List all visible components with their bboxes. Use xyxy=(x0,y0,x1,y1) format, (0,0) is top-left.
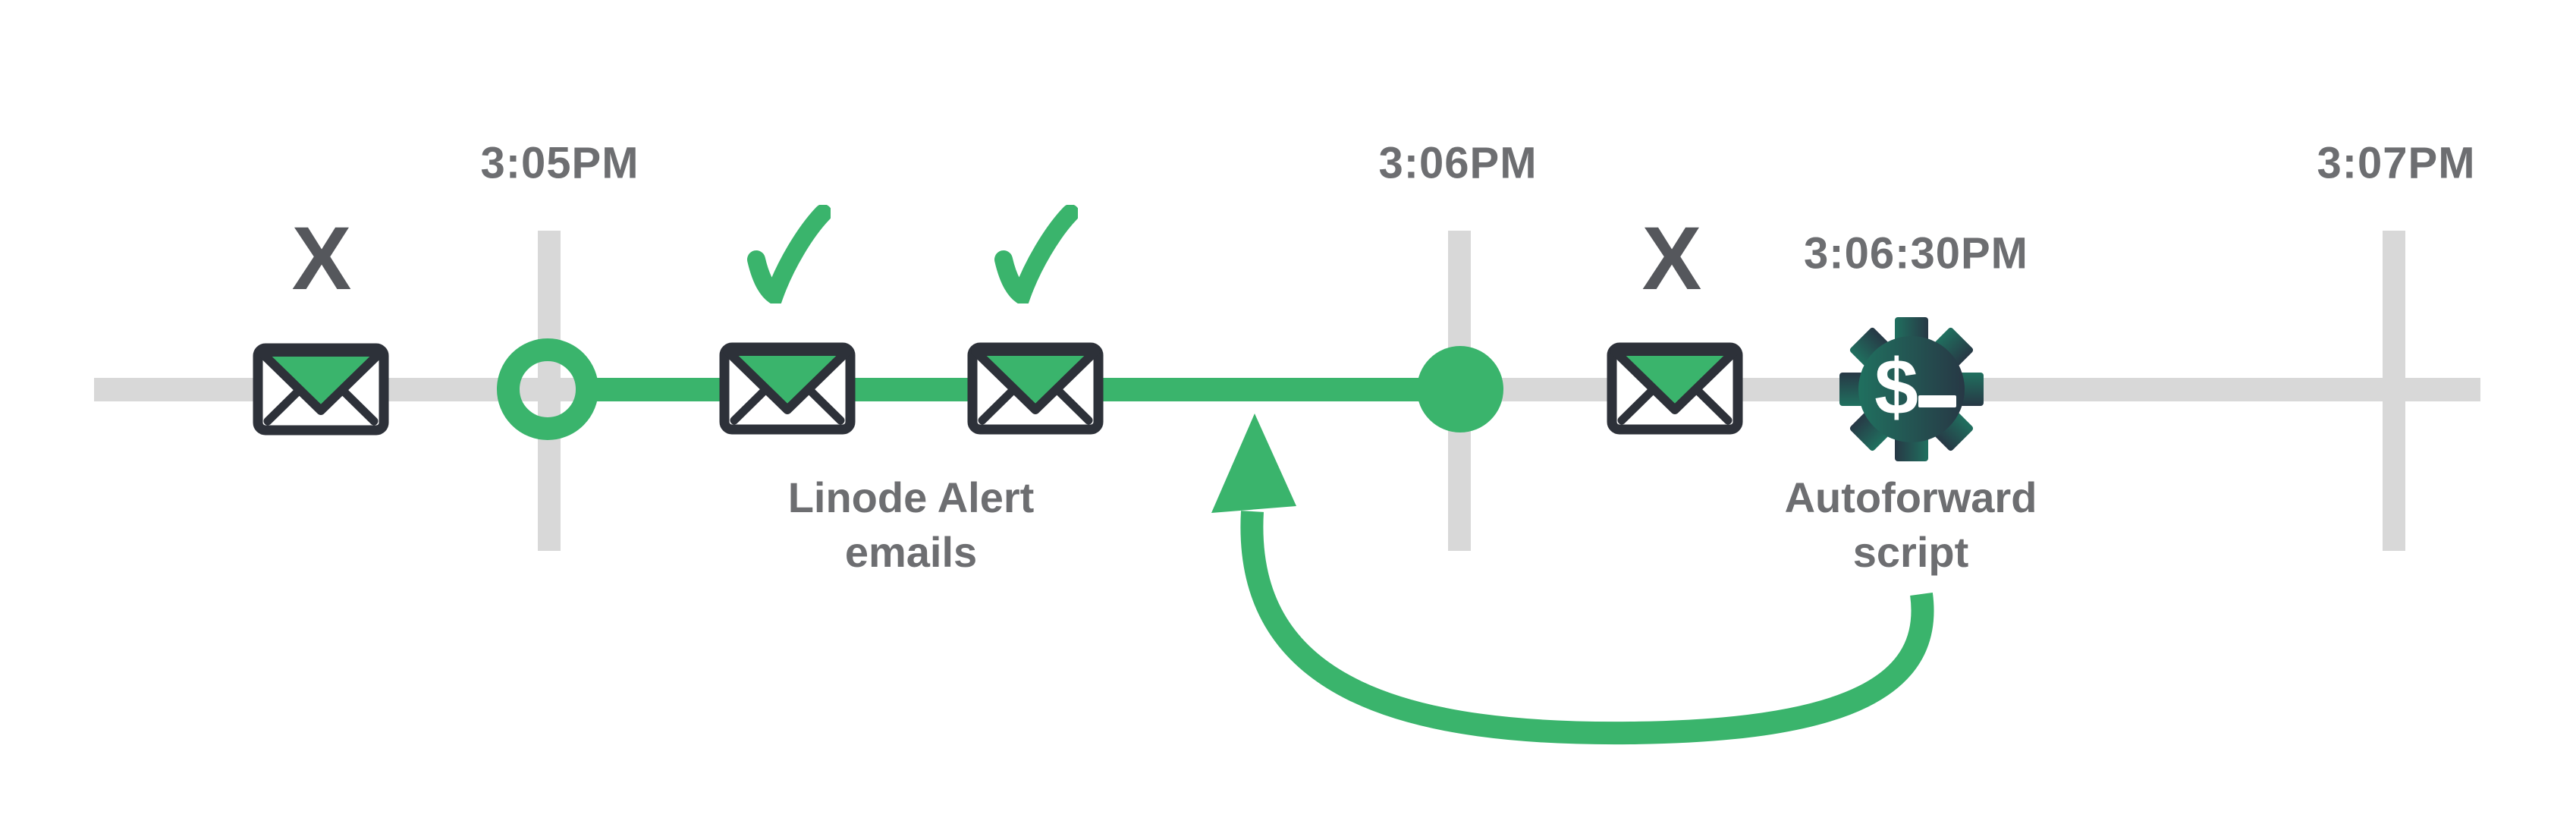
checkmark-icon xyxy=(1004,213,1070,295)
envelope-icon xyxy=(1612,348,1738,429)
caption-line: Autoforward xyxy=(1784,473,2037,521)
tick-3-07pm xyxy=(2383,231,2405,551)
caption-line: Linode Alert xyxy=(787,473,1035,521)
envelope-icon xyxy=(258,348,384,430)
timeline-start-ring-marker xyxy=(497,338,598,440)
caption-line: emails xyxy=(844,528,978,576)
caption-linode-alert-emails: Linode Alert emails xyxy=(788,470,1035,580)
time-label-3-06-30pm: 3:06:30PM xyxy=(1804,228,2028,278)
time-label-3-05pm: 3:05PM xyxy=(480,138,639,188)
caption-line: script xyxy=(1852,528,1969,576)
missed-email-x-marker: X xyxy=(291,209,352,309)
caption-autoforward-script: Autoforward script xyxy=(1785,470,2037,580)
loopback-arrow xyxy=(1211,414,1934,745)
tick-3-05pm xyxy=(538,231,561,551)
arrowhead-up-icon xyxy=(1211,414,1296,513)
gear-dollar-script-icon xyxy=(1839,317,1984,461)
envelope-icon xyxy=(972,348,1098,429)
time-label-3-07pm: 3:07PM xyxy=(2317,138,2476,188)
timeline-end-dot-marker xyxy=(1417,346,1503,432)
missed-email-x-marker: X xyxy=(1641,209,1702,309)
checkmark-icon xyxy=(756,213,823,295)
envelope-icon xyxy=(724,348,850,429)
time-label-3-06pm: 3:06PM xyxy=(1378,138,1538,188)
